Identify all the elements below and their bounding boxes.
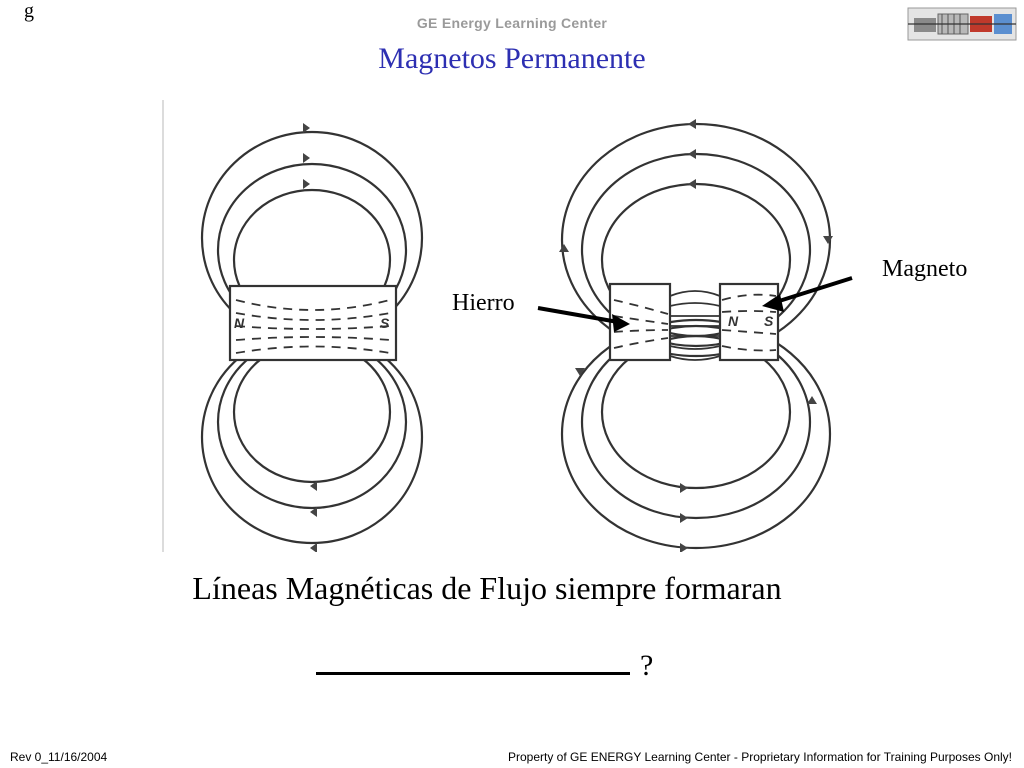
- question-mark: ?: [640, 649, 654, 682]
- header-org-name: GE Energy Learning Center: [416, 15, 608, 31]
- magneto-label: Magneto: [882, 256, 968, 282]
- left-magnet-n: N: [234, 315, 245, 331]
- corner-mark: g: [24, 0, 34, 22]
- concentrated-flux-lines: [669, 290, 721, 361]
- turbine-logo: [904, 2, 1020, 46]
- flux-statement: Líneas Magnéticas de Flujo siempre forma…: [192, 570, 782, 606]
- hierro-label: Hierro: [452, 290, 515, 316]
- right-magnet-n: N: [728, 313, 739, 329]
- answer-blank: ?: [316, 648, 653, 683]
- magneto-pointer-arrow: [762, 276, 853, 312]
- footer-property-notice: Property of GE ENERGY Learning Center - …: [508, 750, 1012, 764]
- slide-title: Magnetos Permanente: [378, 42, 646, 75]
- left-internal-lines: [235, 299, 391, 354]
- iron-internal-lines: [613, 293, 777, 352]
- right-magnet-s: S: [764, 313, 774, 329]
- footer-revision: Rev 0_11/16/2004: [10, 750, 108, 764]
- hierro-pointer-arrow: [537, 306, 630, 332]
- left-magnet-s: S: [380, 315, 390, 331]
- left-field-arrows: [303, 123, 317, 552]
- blank-rule: [316, 648, 630, 675]
- left-bar-magnet: [228, 284, 398, 362]
- magnetic-field-diagram: N S N: [162, 100, 853, 552]
- left-field-lines: [200, 130, 424, 545]
- right-field-arrows: [559, 119, 833, 552]
